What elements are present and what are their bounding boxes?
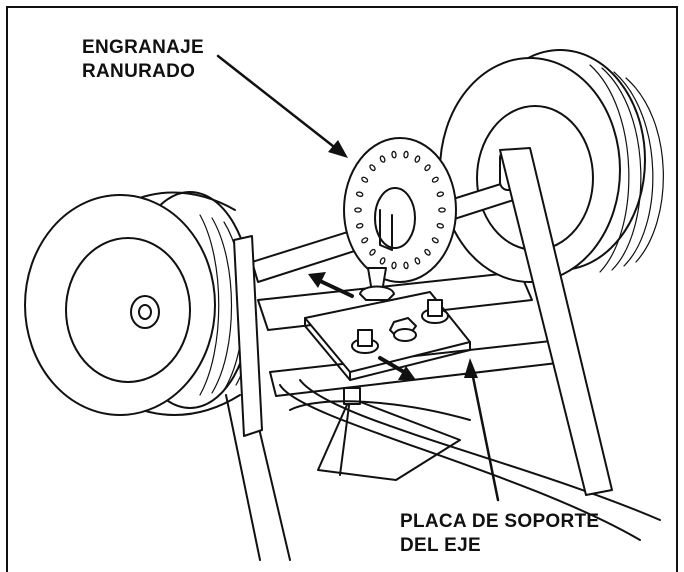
callout-leaders — [216, 54, 500, 502]
callout-plate: PLACA DE SOPORTE DEL EJE — [400, 510, 599, 558]
gear-slot — [403, 150, 409, 159]
gear-slot — [424, 248, 431, 256]
gear-slot — [354, 207, 362, 213]
indexing-pin — [359, 267, 395, 301]
callout-gear-line1: ENGRANAJE — [82, 37, 204, 58]
under-stand — [289, 387, 471, 481]
gear-slot — [436, 191, 445, 197]
callout-plate-line2: DEL EJE — [400, 535, 481, 556]
gear-slot — [369, 248, 376, 256]
plate-bolt-bottom — [393, 328, 417, 342]
gear-slot — [436, 223, 445, 229]
plate-bolt-right — [421, 299, 449, 324]
gear-slot — [414, 155, 421, 163]
gear-slot — [431, 237, 439, 244]
gear-slot — [379, 257, 386, 265]
left-wheel — [24, 191, 255, 416]
slotted-gear — [343, 137, 457, 283]
move-direction-arrows — [308, 272, 416, 380]
callout-plate-line1: PLACA DE SOPORTE — [400, 511, 600, 532]
gear-slot — [431, 176, 439, 183]
left-support-arm — [233, 235, 263, 437]
gear-slot — [379, 155, 386, 163]
plate-bolt-left — [351, 329, 379, 354]
callout-gear: ENGRANAJE RANURADO — [82, 36, 204, 84]
gear-slot — [391, 261, 397, 270]
gear-slot — [424, 164, 431, 172]
gear-slot — [361, 176, 369, 183]
gear-slot — [438, 207, 446, 213]
gear-slot — [391, 150, 397, 159]
gear-slot — [355, 191, 364, 197]
gear-slot — [361, 237, 369, 244]
figure-frame — [6, 6, 678, 572]
gear-slot — [369, 164, 376, 172]
callout-gear-line2: RANURADO — [82, 61, 196, 82]
axle-support-plate — [304, 291, 471, 381]
gear-slot — [355, 223, 364, 229]
right-support-arm — [499, 147, 613, 496]
gear-slot — [403, 261, 409, 270]
gear-slot — [414, 257, 421, 265]
